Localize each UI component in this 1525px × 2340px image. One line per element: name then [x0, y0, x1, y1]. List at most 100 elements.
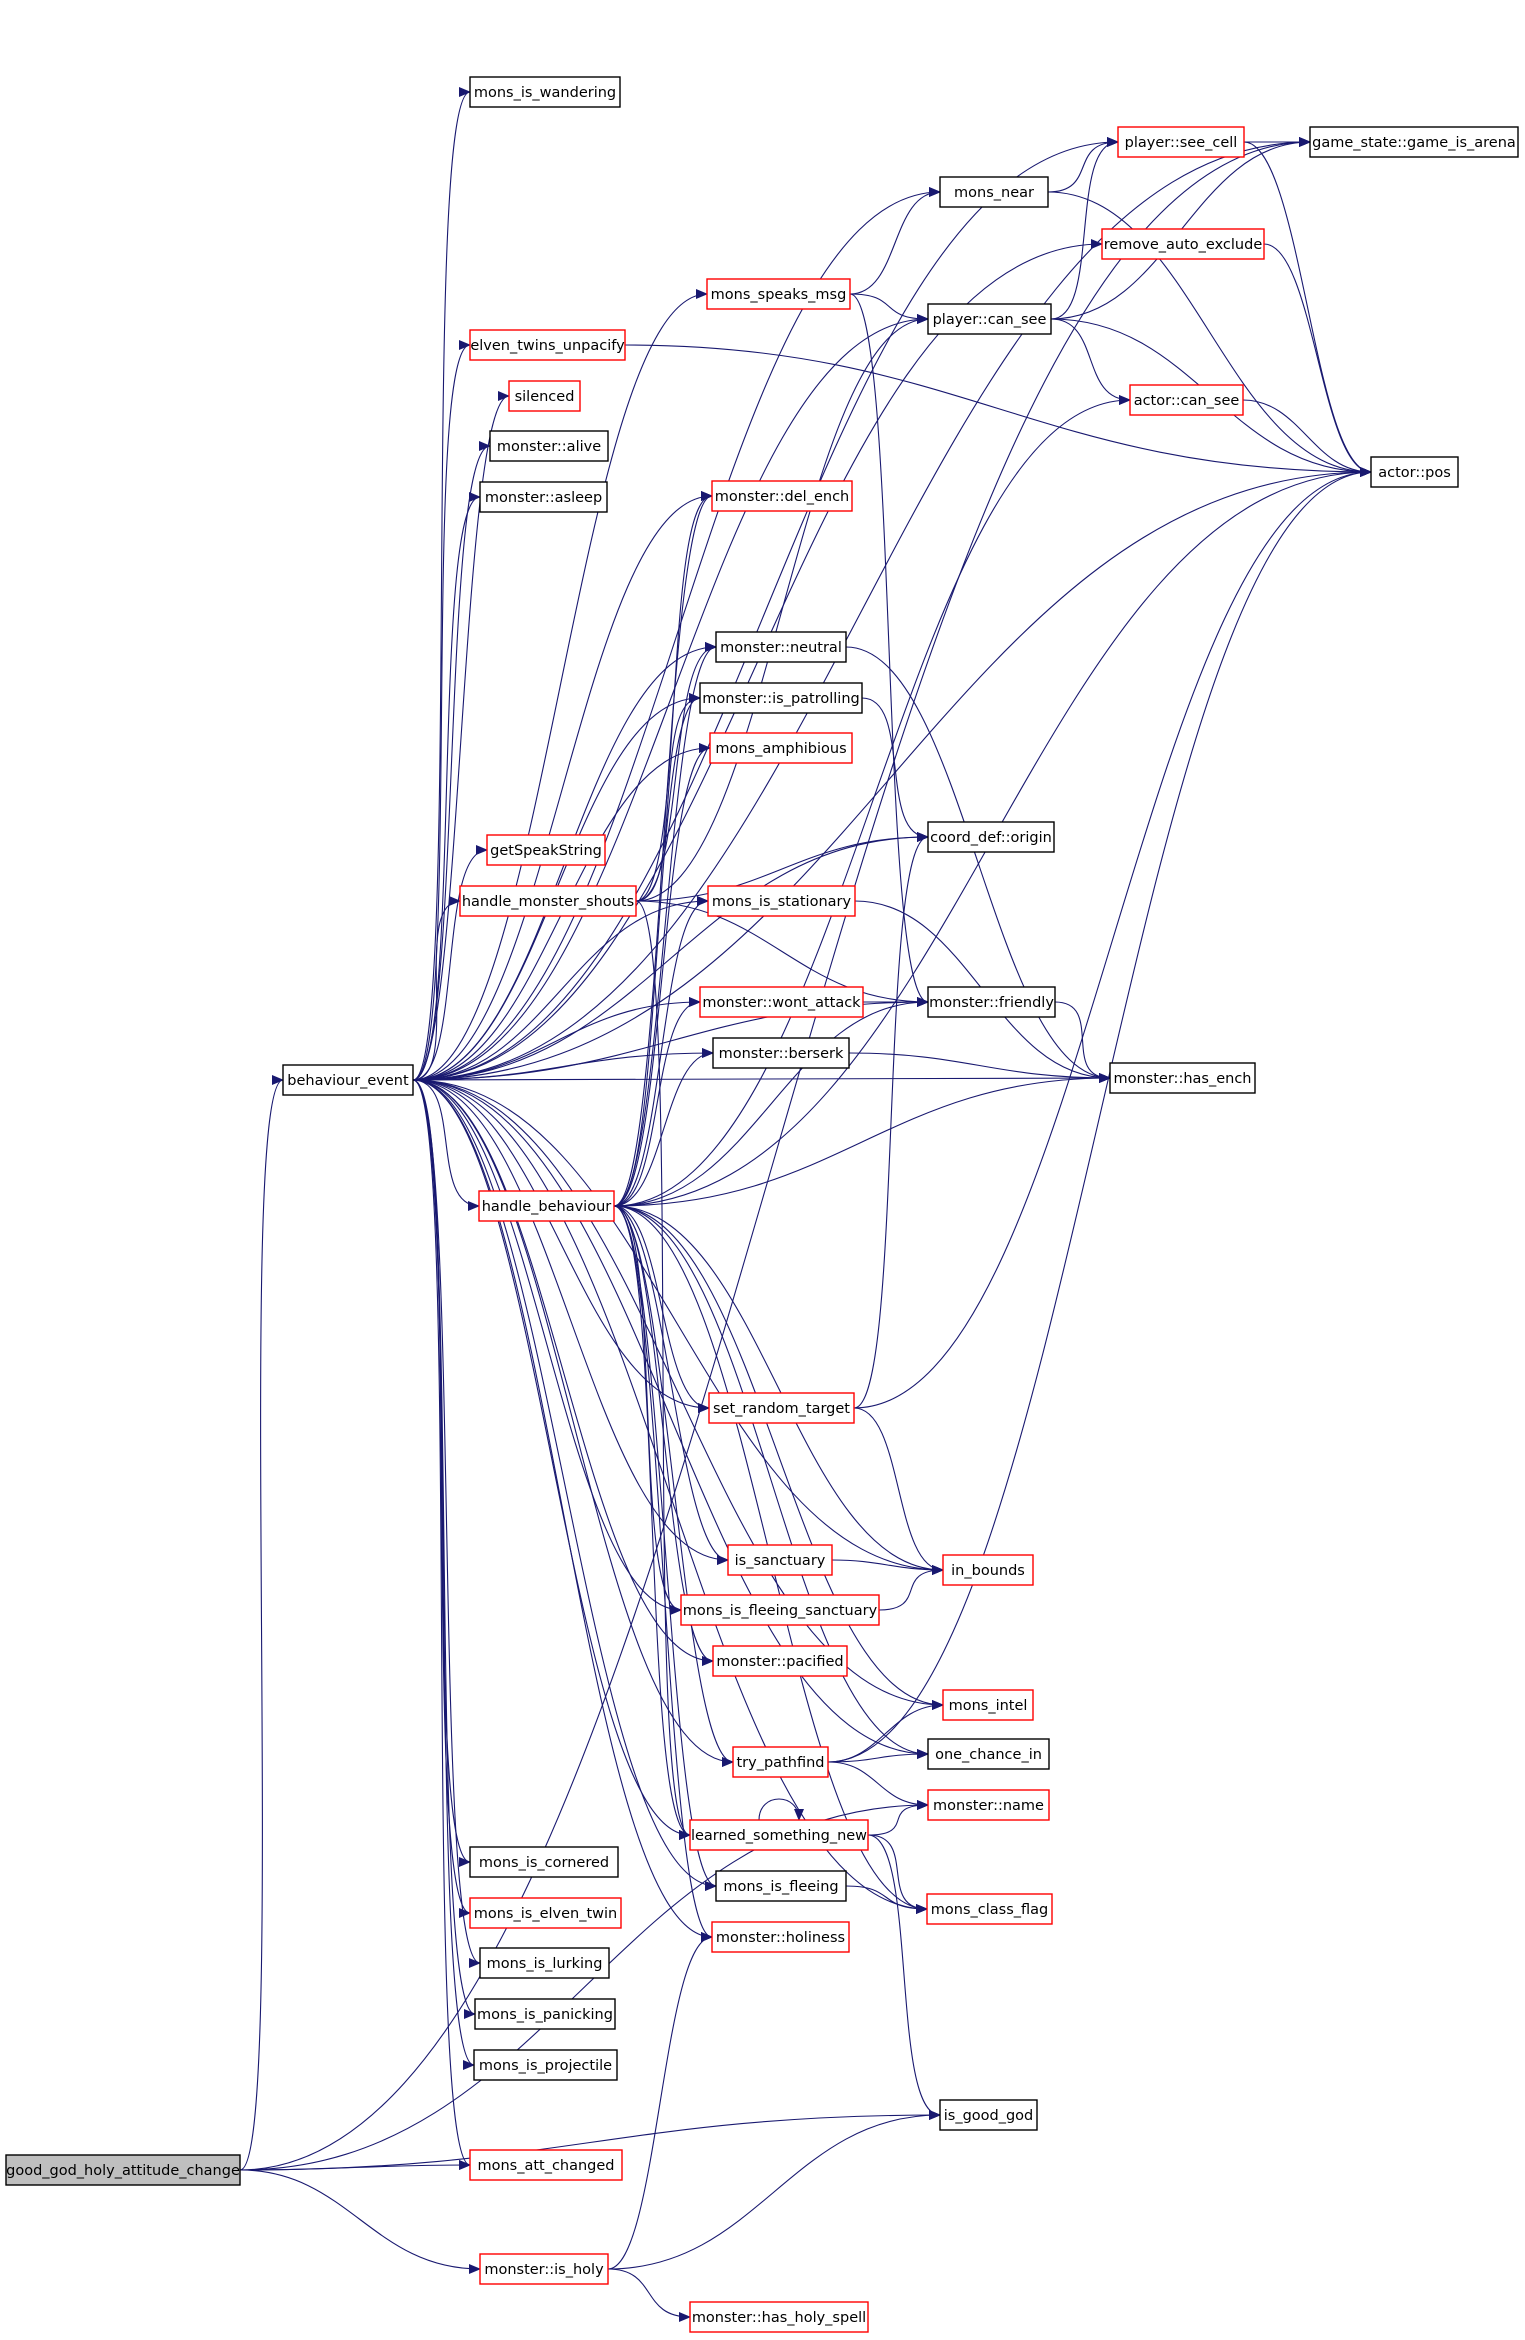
node-label: mons_amphibious	[715, 741, 846, 757]
node-in-bounds[interactable]: in_bounds	[942, 1554, 1034, 1586]
node-one-chance-in[interactable]: one_chance_in	[927, 1738, 1050, 1770]
node-label: set_random_target	[713, 1401, 850, 1417]
node-box	[715, 631, 847, 663]
node-mons-intel[interactable]: mons_intel	[942, 1689, 1034, 1721]
node-mons-is-fleeing[interactable]: mons_is_fleeing	[715, 1870, 847, 1902]
node-is-good-god[interactable]: is_good_god	[939, 2099, 1038, 2131]
node-mons-speaks-msg[interactable]: mons_speaks_msg	[706, 278, 851, 310]
edge-behaviour_event-to-handle_monster_shouts	[412, 896, 461, 1081]
edge-behaviour_event-to-try_pathfind	[412, 1079, 734, 1767]
node-label: mons_is_cornered	[479, 1855, 609, 1871]
edge-try_pathfind-to-actor_pos	[827, 467, 1372, 1763]
node-mons-att-changed[interactable]: mons_att_changed	[469, 2149, 623, 2181]
node-mons-amphibious[interactable]: mons_amphibious	[709, 732, 853, 764]
node-player-can-see[interactable]: player::can_see	[927, 303, 1052, 335]
node-mons-is-panicking[interactable]: mons_is_panicking	[474, 1998, 616, 2030]
edge-handle_behaviour-to-monster_friendly	[613, 997, 929, 1207]
node-monster-has-ench[interactable]: monster::has_ench	[1109, 1062, 1256, 1094]
node-actor-can-see[interactable]: actor::can_see	[1129, 384, 1244, 416]
node-box	[711, 480, 853, 512]
node-box	[927, 303, 1052, 335]
nodes-layer: good_god_holy_attitude_change behaviour_e…	[5, 76, 1519, 2333]
node-mons-near[interactable]: mons_near	[939, 176, 1049, 208]
node-silenced[interactable]: silenced	[508, 380, 581, 412]
node-mons-is-cornered[interactable]: mons_is_cornered	[469, 1846, 619, 1878]
node-try-pathfind[interactable]: try_pathfind	[732, 1746, 829, 1778]
edge-handle_behaviour-to-in_bounds	[613, 1205, 944, 1575]
node-label: player::can_see	[933, 312, 1047, 328]
node-elven-twins-unpacify[interactable]: elven_twins_unpacify	[469, 329, 626, 361]
edge-handle_monster_shouts-to-monster_friendly	[635, 900, 929, 1007]
edge-learned_something_new-to-monster_name	[867, 1800, 929, 1836]
edge-behaviour_event-to-one_chance_in	[412, 1079, 929, 1759]
node-box	[1129, 384, 1244, 416]
edge-set_random_target-to-actor_pos	[853, 467, 1372, 1409]
edge-behaviour_event-to-mons_intel	[412, 1079, 944, 1710]
node-monster-berserk[interactable]: monster::berserk	[712, 1037, 850, 1069]
node-label: mons_is_projectile	[479, 2058, 612, 2074]
node-label: is_good_god	[944, 2108, 1034, 2124]
node-label: remove_auto_exclude	[1104, 237, 1263, 253]
edge-mons_speaks_msg-to-monster_friendly	[849, 293, 929, 1007]
edge-try_pathfind-to-one_chance_in	[827, 1749, 929, 1763]
node-box	[939, 2099, 1038, 2131]
node-monster-pacified[interactable]: monster::pacified	[712, 1645, 848, 1677]
node-game-is-arena[interactable]: game_state::game_is_arena	[1309, 126, 1519, 158]
node-monster-del-ench[interactable]: monster::del_ench	[711, 480, 853, 512]
node-monster-is-holy[interactable]: monster::is_holy	[479, 2253, 609, 2285]
node-monster-neutral[interactable]: monster::neutral	[715, 631, 847, 663]
node-behaviour-event[interactable]: behaviour_event	[282, 1064, 414, 1096]
node-monster-alive[interactable]: monster::alive	[489, 430, 609, 462]
node-handle-monster-shouts[interactable]: handle_monster_shouts	[459, 885, 637, 917]
node-box	[706, 278, 851, 310]
edge-set_random_target-to-coord_def_origin	[853, 832, 929, 1409]
node-set-random-target[interactable]: set_random_target	[708, 1392, 855, 1424]
node-box	[474, 1998, 616, 2030]
edge-handle_behaviour-to-mons_amphibious	[613, 743, 711, 1207]
node-monster-holiness[interactable]: monster::holiness	[711, 1921, 850, 1953]
node-box	[478, 1190, 615, 1222]
node-mons-is-elven-twin[interactable]: mons_is_elven_twin	[469, 1897, 622, 1929]
edge-monster_is_holy-to-monster_holiness	[607, 1932, 713, 2270]
node-monster-has-holy-spell[interactable]: monster::has_holy_spell	[689, 2301, 869, 2333]
node-monster-name[interactable]: monster::name	[927, 1789, 1050, 1821]
edge-elven_twins_unpacify-to-actor_pos	[624, 344, 1372, 477]
node-handle-behaviour[interactable]: handle_behaviour	[478, 1190, 615, 1222]
node-remove-auto-exclude[interactable]: remove_auto_exclude	[1101, 228, 1265, 260]
edge-good_god_holy_attitude_change-to-behaviour_event	[239, 1075, 284, 2171]
node-mons-is-fleeing-sanctuary[interactable]: mons_is_fleeing_sanctuary	[680, 1594, 880, 1626]
node-learned-something-new[interactable]: learned_something_new	[689, 1819, 869, 1851]
node-monster-friendly[interactable]: monster::friendly	[927, 986, 1056, 1018]
edge-mons_speaks_msg-to-mons_near	[849, 187, 941, 295]
node-is-sanctuary[interactable]: is_sanctuary	[727, 1544, 833, 1576]
node-actor-pos[interactable]: actor::pos	[1370, 456, 1459, 488]
node-mons-is-wandering[interactable]: mons_is_wandering	[469, 76, 621, 108]
node-label: try_pathfind	[737, 1755, 825, 1771]
node-monster-is-patrolling[interactable]: monster::is_patrolling	[699, 682, 863, 714]
node-mons-is-lurking[interactable]: mons_is_lurking	[479, 1947, 610, 1979]
node-coord-def-origin[interactable]: coord_def::origin	[927, 821, 1055, 853]
edge-handle_behaviour-to-mons_is_fleeing	[613, 1205, 717, 1891]
edge-handle_monster_shouts-to-monster_neutral	[635, 642, 717, 902]
node-box	[711, 1921, 850, 1953]
node-box	[469, 2149, 623, 2181]
edge-behaviour_event-to-monster_asleep	[412, 492, 481, 1081]
edge-handle_behaviour-to-mons_is_stationary	[613, 896, 709, 1207]
node-box	[469, 1846, 619, 1878]
edge-handle_behaviour-to-monster_wont_attack	[613, 997, 701, 1207]
edge-behaviour_event-to-monster_berserk	[412, 1048, 714, 1081]
node-monster-asleep[interactable]: monster::asleep	[479, 481, 608, 513]
node-player-see-cell[interactable]: player::see_cell	[1117, 126, 1245, 158]
node-mons-class-flag[interactable]: mons_class_flag	[926, 1893, 1053, 1925]
edge-good_god_holy_attitude_change-to-monster_is_holy	[239, 2169, 481, 2274]
edge-monster_is_holy-to-monster_has_holy_spell	[607, 2268, 691, 2322]
node-getSpeakString[interactable]: getSpeakString	[486, 834, 606, 866]
edge-behaviour_event-to-mons_is_projectile	[412, 1079, 475, 2070]
node-mons-is-stationary[interactable]: mons_is_stationary	[707, 885, 856, 917]
node-box	[489, 430, 609, 462]
node-box	[1109, 1062, 1256, 1094]
edge-behaviour_event-to-mons_att_changed	[412, 1079, 471, 2170]
node-mons-is-projectile[interactable]: mons_is_projectile	[473, 2049, 618, 2081]
node-good-god-holy-attitude-change[interactable]: good_god_holy_attitude_change	[5, 2154, 241, 2186]
node-monster-wont-attack[interactable]: monster::wont_attack	[699, 986, 864, 1018]
